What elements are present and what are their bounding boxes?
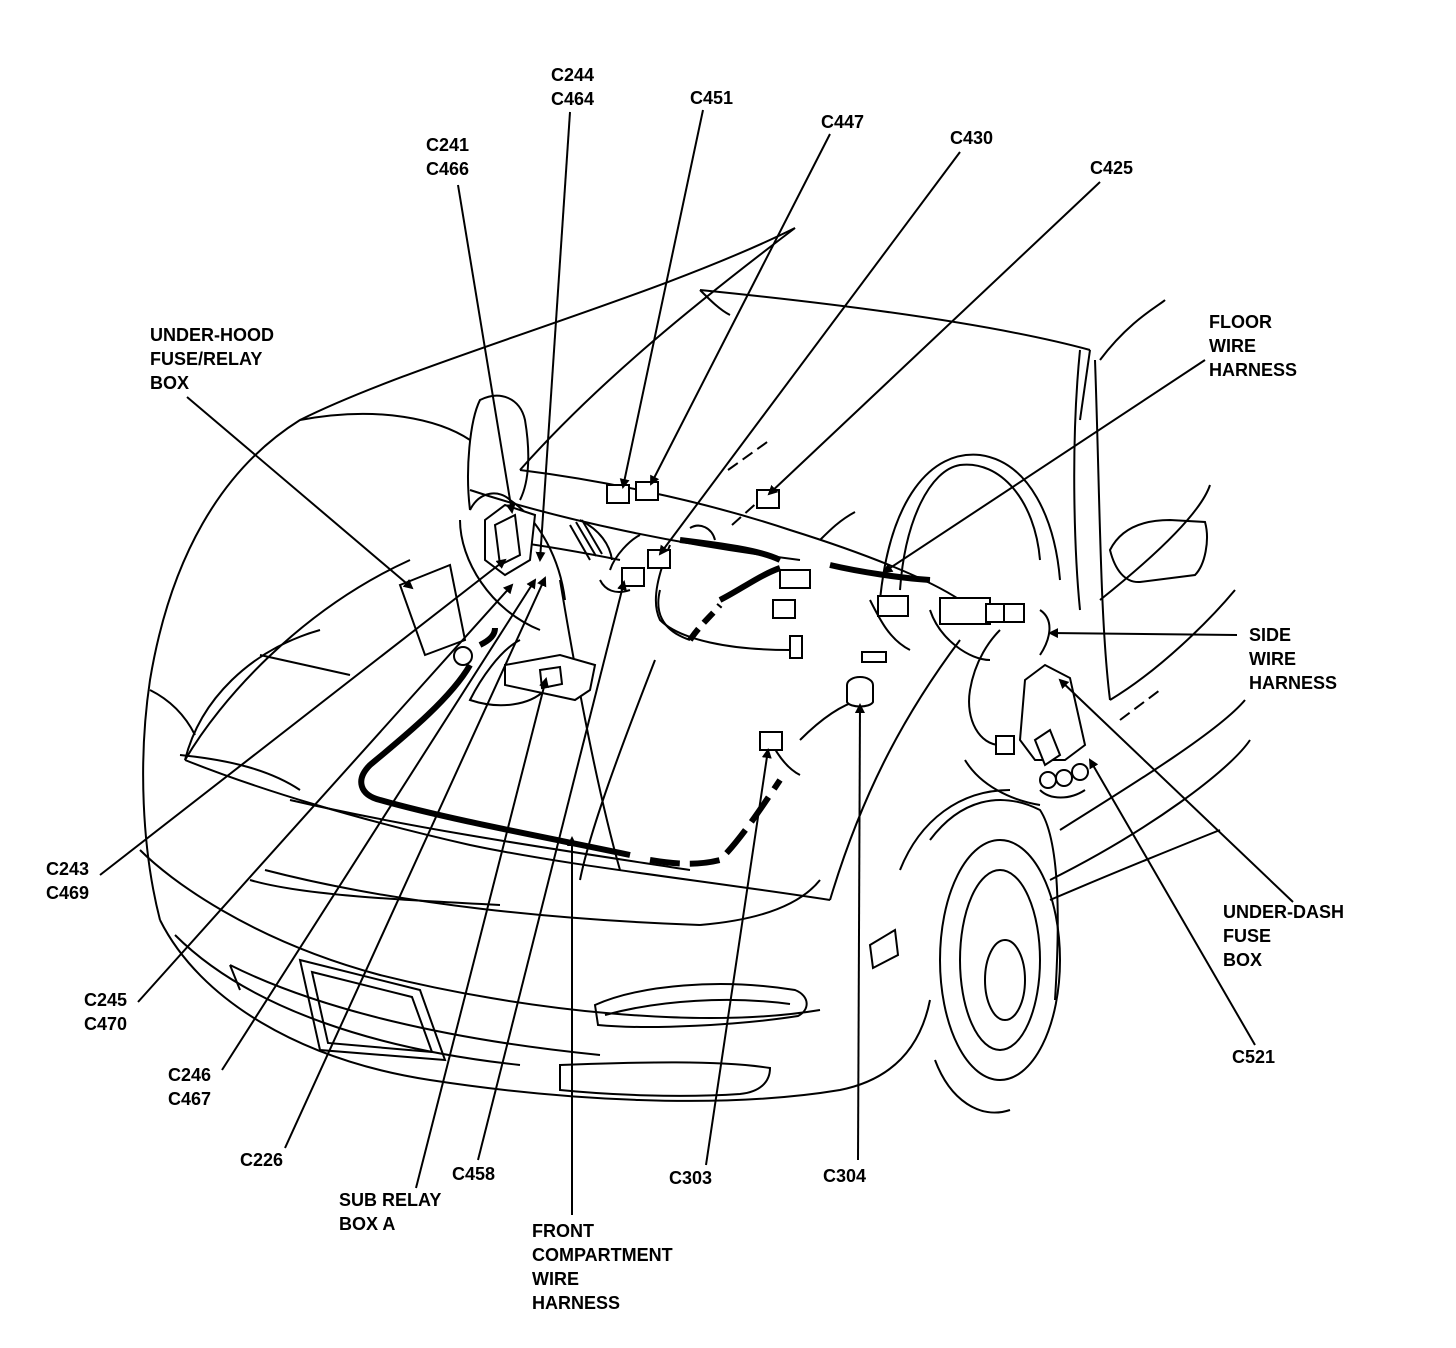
label-line: FLOOR [1209,312,1272,332]
label-line: HARNESS [1209,360,1298,380]
label-c521: C521 [1232,1045,1275,1069]
label-c458: C458 [452,1162,495,1186]
leader-c243-c469 [99,558,507,876]
label-c244-c464: C244 C464 [551,63,594,111]
label-line: C430 [950,128,994,148]
leader-c246-c467 [221,578,537,1071]
label-line: WIRE [1249,649,1296,669]
label-c425: C425 [1090,156,1133,180]
label-line: C226 [240,1150,284,1170]
connectors [398,481,1089,799]
leader-under-dash-box [1058,678,1294,903]
leader-c451 [619,109,704,489]
label-line: WIRE [1209,336,1256,356]
leader-lines [99,109,1294,1215]
label-c430: C430 [950,126,993,150]
label-sub-relay-box-a: SUB RELAY BOX A [339,1188,441,1236]
label-line: FRONT [532,1221,594,1241]
label-under-dash-box: UNDER-DASH FUSE BOX [1223,900,1344,972]
label-line: C304 [823,1166,867,1186]
leader-c447 [650,133,831,486]
label-c245-c470: C245 C470 [84,988,127,1036]
label-side-harness: SIDE WIRE HARNESS [1249,623,1337,695]
leader-side-harness [1048,628,1238,639]
label-line: C464 [551,89,595,109]
label-line: HARNESS [532,1293,621,1313]
leader-sub-relay-box-a [415,677,549,1189]
label-c303: C303 [669,1166,712,1190]
label-floor-harness: FLOOR WIRE HARNESS [1209,310,1297,382]
label-line: SIDE [1249,625,1292,645]
label-under-hood-box: UNDER-HOOD FUSE/RELAY BOX [150,323,274,395]
label-line: FUSE/RELAY [150,349,263,369]
label-line: BOX A [339,1214,396,1234]
leader-c245-c470 [137,583,514,1003]
label-line: C246 [168,1065,212,1085]
wiring-harnesses [358,439,1161,867]
label-c451: C451 [690,86,733,110]
leader-c425 [767,181,1101,496]
label-line: C469 [46,883,90,903]
label-c226: C226 [240,1148,283,1172]
label-line: C244 [551,65,595,85]
leader-c430 [658,151,961,556]
label-c241-c466: C241 C466 [426,133,469,181]
label-line: C241 [426,135,470,155]
label-line: C245 [84,990,128,1010]
label-line: UNDER-HOOD [150,325,274,345]
leader-floor-harness [882,359,1206,574]
label-line: C243 [46,859,90,879]
label-line: C470 [84,1014,128,1034]
leader-c241-c466 [457,184,516,514]
leader-c244-c464 [535,111,571,562]
label-line: UNDER-DASH [1223,902,1344,922]
label-c447: C447 [821,110,864,134]
label-line: C447 [821,112,865,132]
label-line: C466 [426,159,470,179]
leader-c521 [1088,758,1256,1046]
label-c243-c469: C243 C469 [46,857,89,905]
label-line: WIRE [532,1269,579,1289]
label-c246-c467: C246 C467 [168,1063,211,1111]
label-line: COMPARTMENT [532,1245,673,1265]
leader-c226 [284,576,547,1149]
leader-c458 [477,580,627,1161]
leader-c304 [854,703,865,1161]
label-line: C451 [690,88,734,108]
label-line: SUB RELAY [339,1190,442,1210]
label-line: C425 [1090,158,1134,178]
label-front-compartment-harness: FRONT COMPARTMENT WIRE HARNESS [532,1219,673,1315]
leader-c303 [705,748,772,1166]
label-c304: C304 [823,1164,866,1188]
label-line: BOX [150,373,190,393]
label-line: FUSE [1223,926,1272,946]
label-line: BOX [1223,950,1263,970]
car-body [139,227,1251,1114]
label-line: C458 [452,1164,496,1184]
label-line: C521 [1232,1047,1276,1067]
label-line: C303 [669,1168,713,1188]
label-line: C467 [168,1089,212,1109]
leader-under-hood-box [186,396,414,590]
label-line: HARNESS [1249,673,1338,693]
